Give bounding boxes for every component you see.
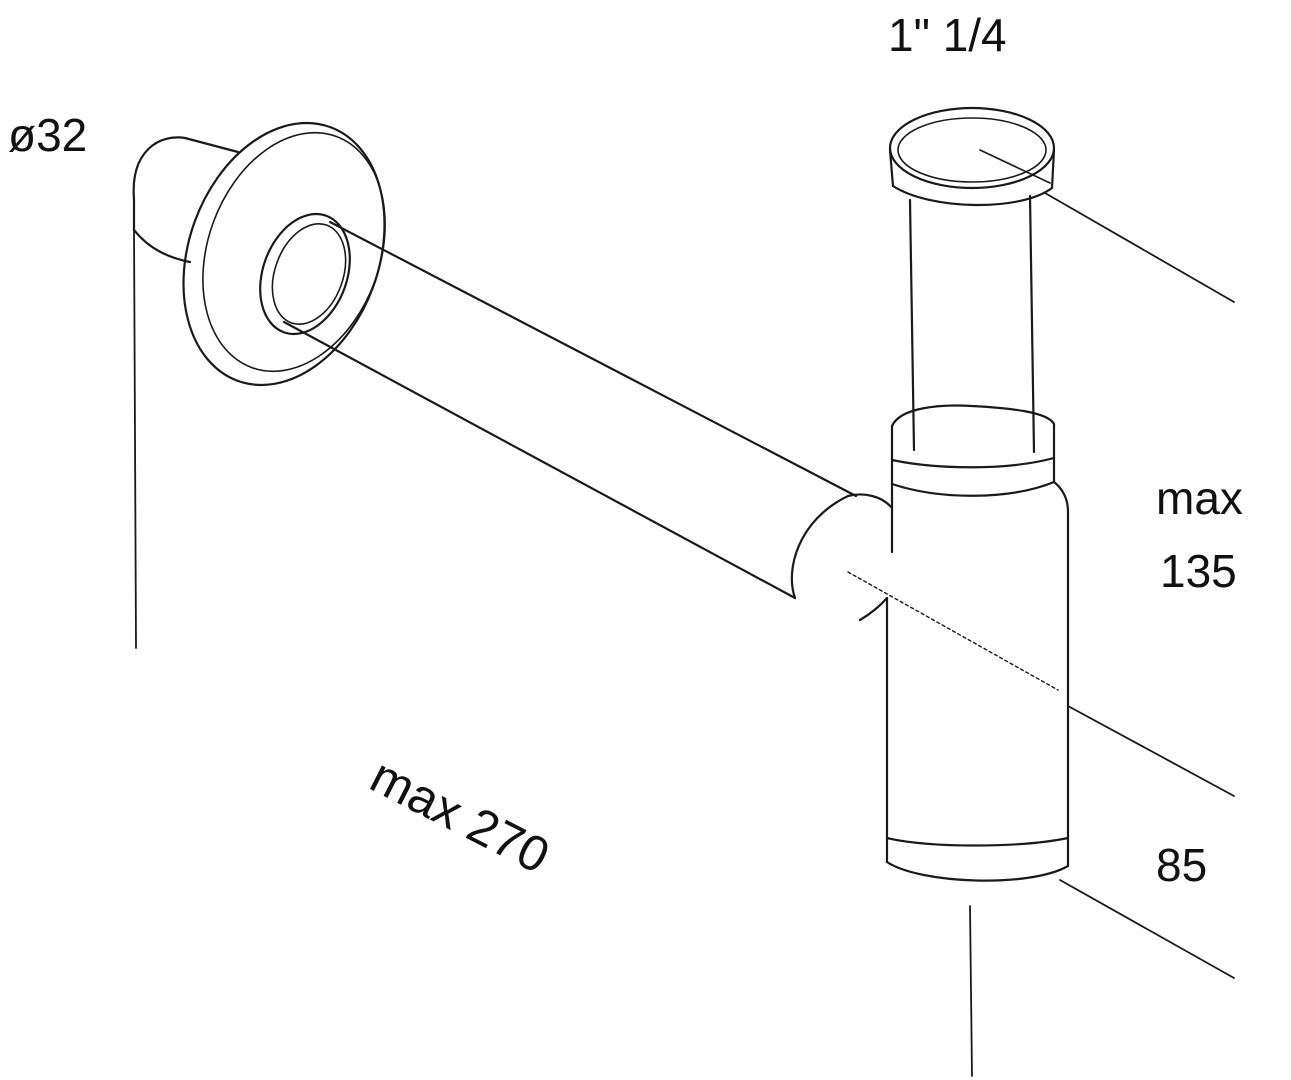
horizontal-pipe [284, 222, 856, 598]
bottom-leader-line [1060, 880, 1234, 978]
max-height-label-line1: max [1156, 472, 1243, 524]
diameter-label: ø32 [8, 109, 88, 161]
vertical-pipe [910, 196, 1034, 452]
max-height-label-line2: 135 [1160, 545, 1237, 597]
max135-lower-line [1068, 706, 1234, 796]
wall-rosette [149, 95, 420, 414]
bottom-vertical-line [970, 906, 972, 1076]
bottom-height-label: 85 [1156, 839, 1208, 891]
wall-stub [134, 137, 238, 262]
thread-leader-line [1045, 193, 1234, 302]
inlet-nut [890, 108, 1054, 205]
left-reference-line [134, 228, 136, 648]
thread-size-label: 1" 1/4 [888, 9, 1007, 61]
pipe-centerline [848, 572, 1058, 690]
bottle-body [848, 406, 1068, 881]
